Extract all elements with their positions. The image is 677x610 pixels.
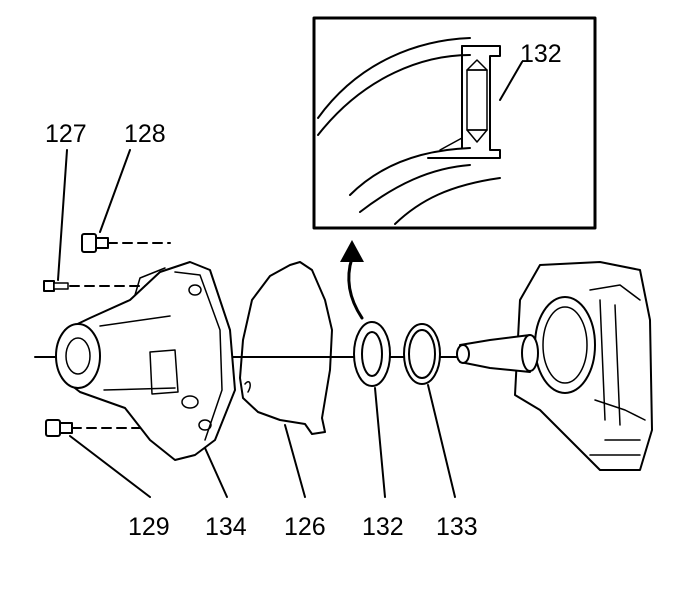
extension-housing (55, 261, 236, 461)
leader-lines (57, 149, 456, 498)
callout-126: 126 (284, 513, 326, 541)
callout-132-inset: 132 (520, 40, 562, 68)
snap-ring (403, 323, 441, 385)
stud-127 (43, 280, 69, 292)
callout-133: 133 (436, 513, 478, 541)
gasket (239, 261, 333, 435)
callout-129: 129 (128, 513, 170, 541)
detail-arrow (340, 240, 364, 320)
seal-ring (353, 321, 391, 387)
bolt-128 (81, 233, 109, 253)
bolt-129 (45, 419, 73, 437)
callout-128: 128 (124, 120, 166, 148)
callout-127: 127 (45, 120, 87, 148)
callout-132: 132 (362, 513, 404, 541)
transmission-case (456, 261, 653, 471)
seal-detail-inset: 132 (312, 16, 597, 230)
callout-134: 134 (205, 513, 247, 541)
